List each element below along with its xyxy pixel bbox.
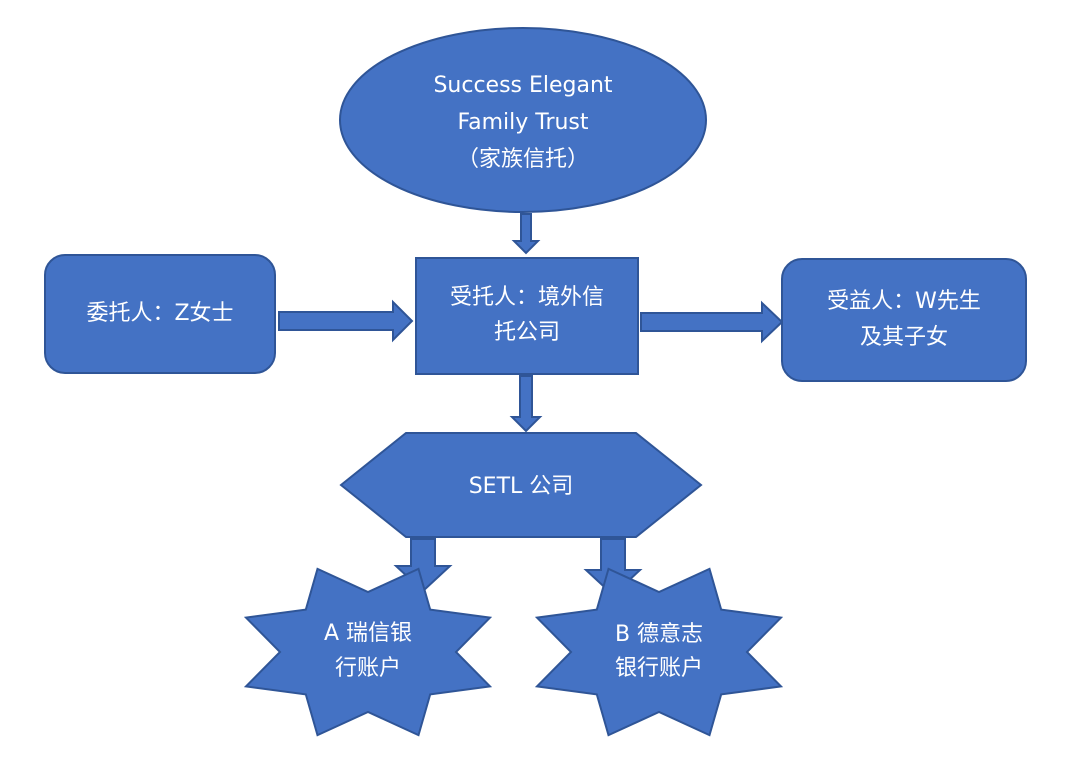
arrow-settlor-to-trustee bbox=[278, 299, 414, 343]
beneficiary-label-line1: 受益人：W先生 bbox=[827, 289, 981, 314]
account-a-label-line1: A 瑞信银 bbox=[324, 621, 412, 646]
node-family-trust: Success Elegant Family Trust （家族信托） bbox=[339, 27, 707, 213]
trustee-label-line1: 受托人：境外信 bbox=[450, 285, 604, 310]
node-account-a: A 瑞信银 行账户 bbox=[243, 567, 493, 737]
node-setl-company: SETL 公司 bbox=[339, 432, 703, 538]
arrow-trustee-to-beneficiary bbox=[640, 300, 784, 344]
node-beneficiary: 受益人：W先生 及其子女 bbox=[781, 258, 1027, 382]
node-trustee: 受托人：境外信 托公司 bbox=[415, 257, 639, 375]
beneficiary-label-line2: 及其子女 bbox=[860, 325, 948, 350]
account-b-label-line1: B 德意志 bbox=[615, 622, 703, 647]
arrow-trustee-to-setl bbox=[509, 375, 543, 433]
account-b-star-shape bbox=[534, 567, 784, 737]
account-a-label-line2: 行账户 bbox=[335, 656, 401, 681]
arrow-trust-to-trustee bbox=[511, 213, 541, 255]
node-settlor: 委托人：Z女士 bbox=[44, 254, 276, 374]
setl-label: SETL 公司 bbox=[469, 474, 574, 499]
account-a-star-shape bbox=[243, 567, 493, 737]
trustee-label-line2: 托公司 bbox=[494, 320, 560, 345]
node-account-b: B 德意志 银行账户 bbox=[534, 567, 784, 737]
account-b-label-line2: 银行账户 bbox=[615, 656, 703, 681]
family-trust-label-line2: Family Trust bbox=[457, 110, 588, 135]
family-trust-label-line3: （家族信托） bbox=[457, 147, 589, 172]
family-trust-label-line1: Success Elegant bbox=[433, 73, 612, 98]
settlor-label: 委托人：Z女士 bbox=[86, 301, 233, 326]
